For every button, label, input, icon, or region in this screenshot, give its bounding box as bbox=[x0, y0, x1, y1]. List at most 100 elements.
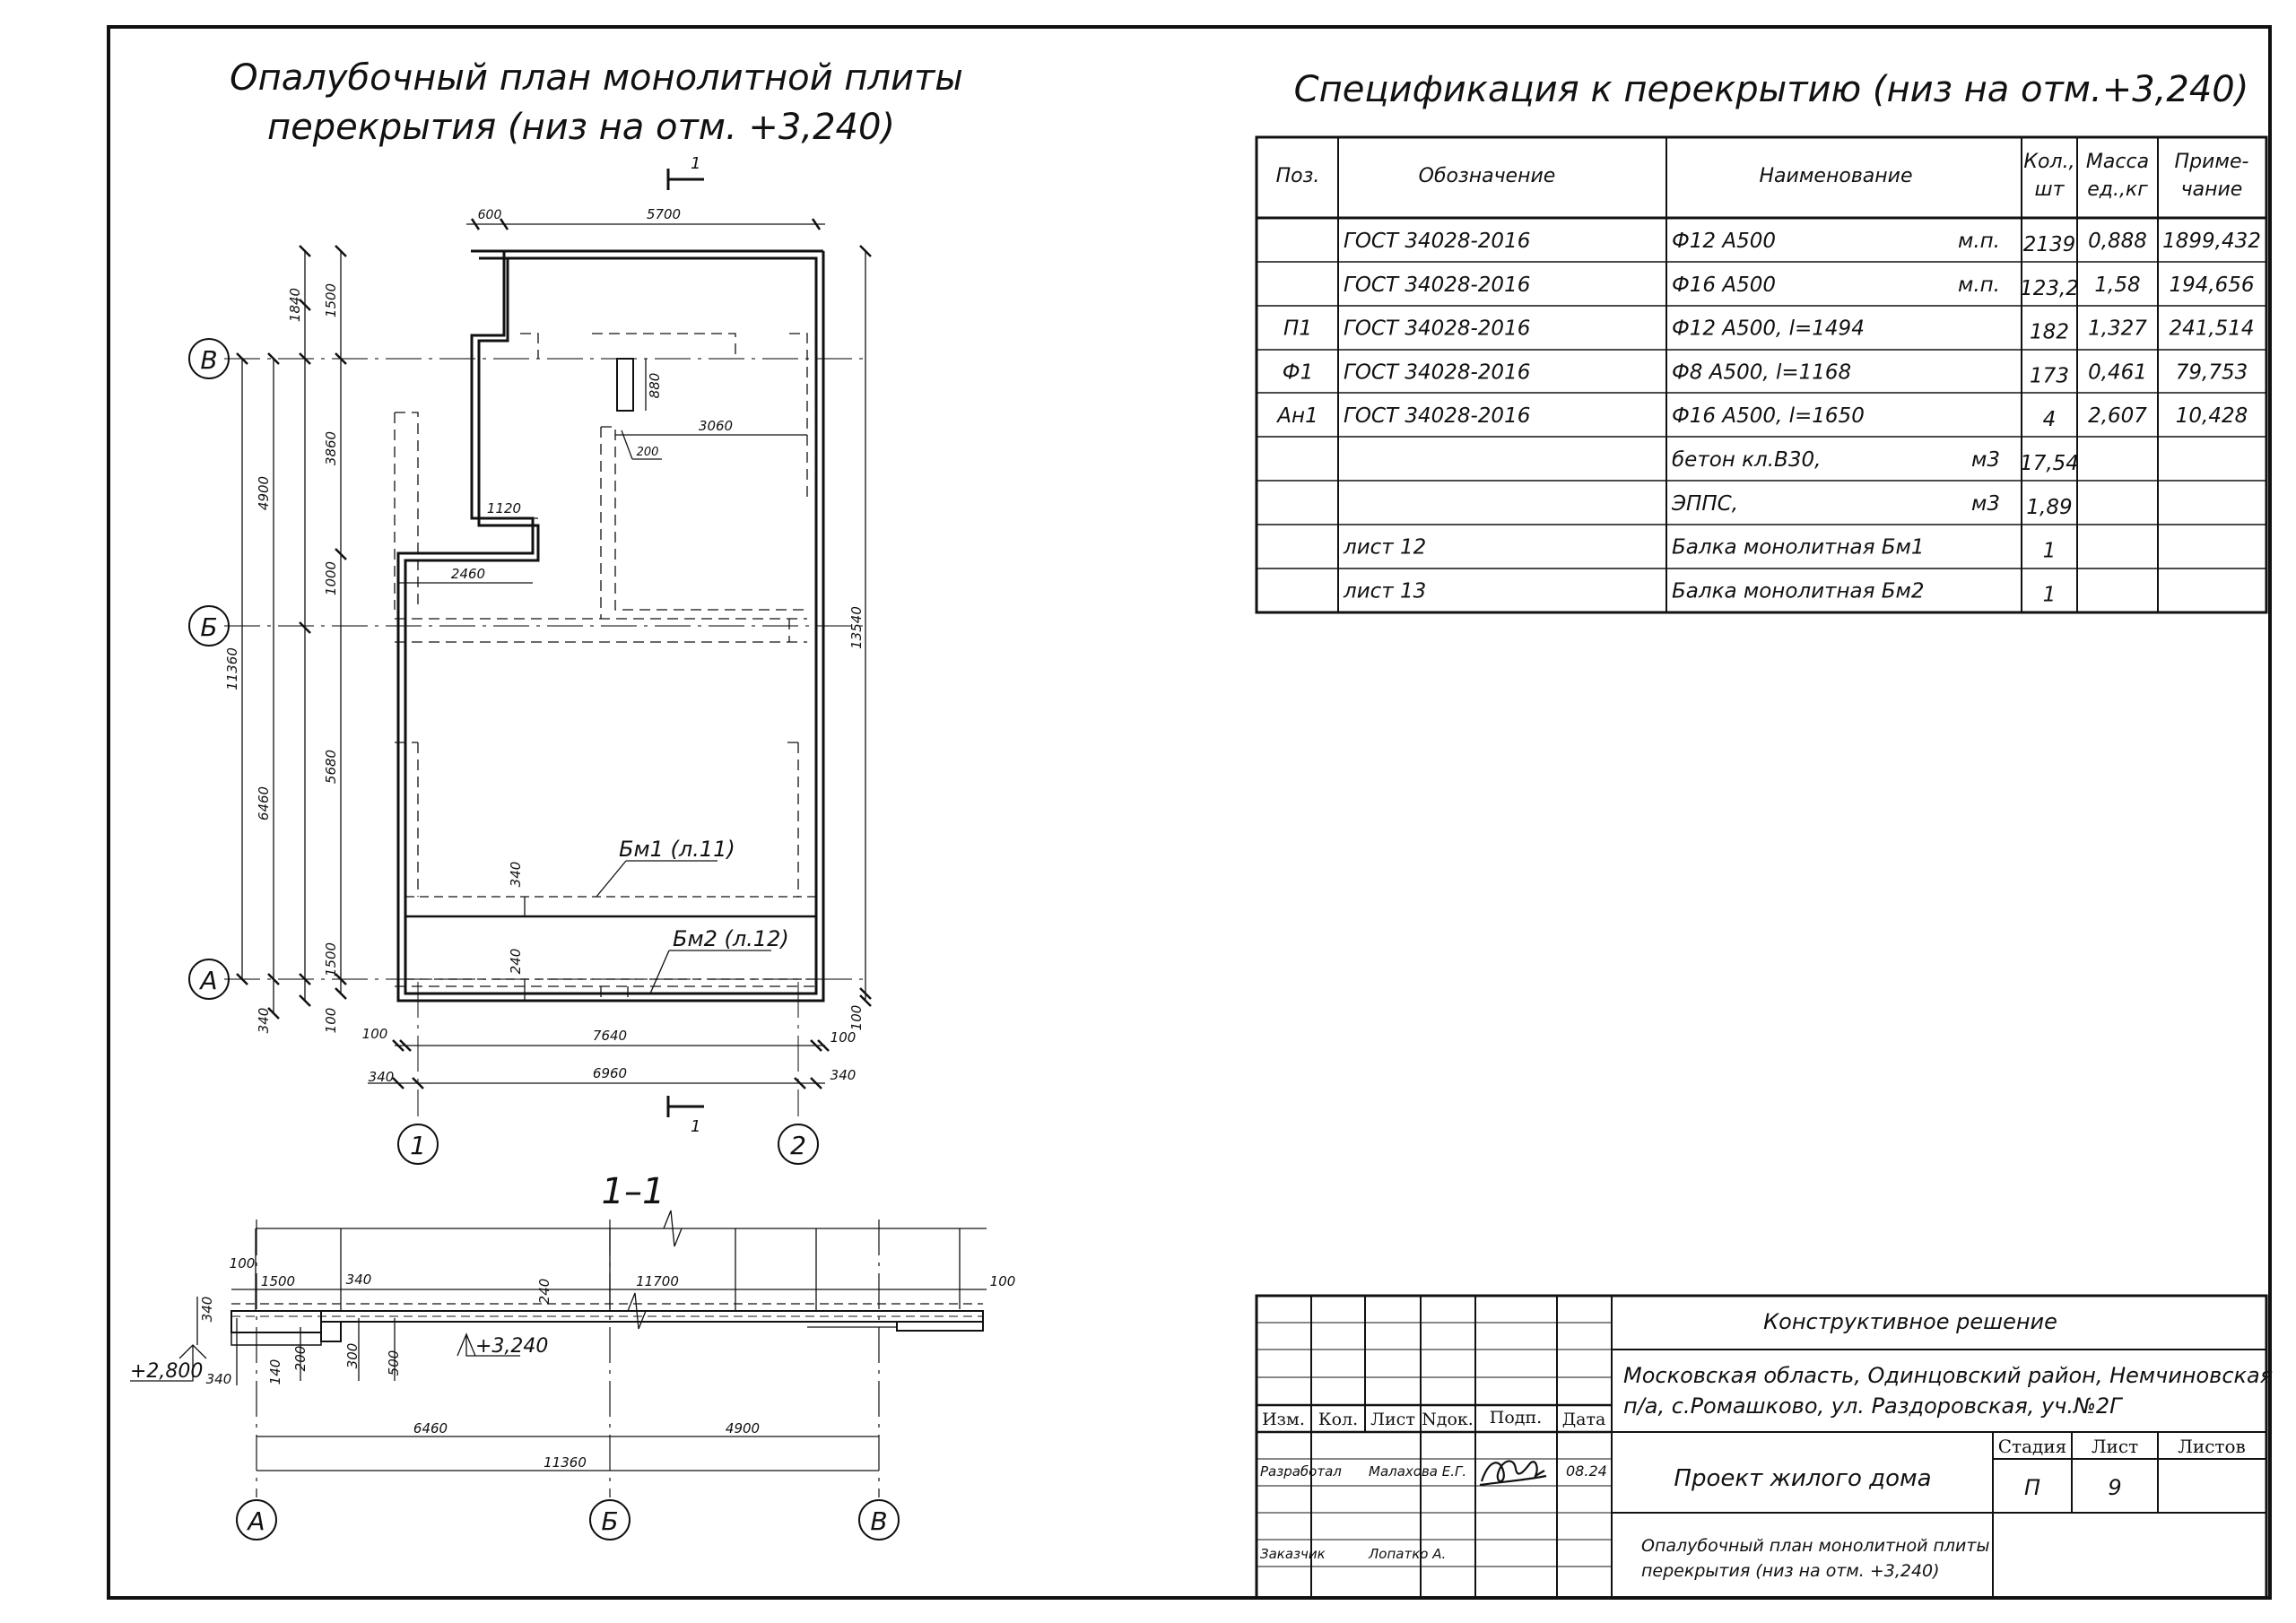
plan-title-line2: перекрытия (низ на отм. +3,240) bbox=[267, 107, 895, 148]
spec-cell-mass: 2,607 bbox=[2088, 404, 2147, 428]
hidden-walls bbox=[394, 333, 816, 1001]
stamp-col-list: Лист bbox=[1370, 1410, 1415, 1429]
dim-left-1000: 1000 bbox=[323, 561, 339, 595]
spec-header-name: Наименование bbox=[1760, 165, 1913, 187]
dim-left-11360: 11360 bbox=[224, 647, 240, 690]
formwork-plan: Опалубочный план монолитной плиты перекр… bbox=[188, 57, 963, 1165]
dim-bottom-340-left: 340 bbox=[369, 1069, 395, 1085]
spec-header-pos: Поз. bbox=[1276, 165, 1320, 187]
sec-dim-4900: 4900 bbox=[726, 1420, 760, 1436]
sec-dim-6460: 6460 bbox=[413, 1420, 448, 1436]
stamp-customer-label: Заказчик bbox=[1260, 1546, 1326, 1562]
dim-bottom-100-left: 100 bbox=[362, 1026, 388, 1042]
spec-cell-name: Ф8 А500, l=1168 bbox=[1672, 360, 1851, 384]
stamp-col-podp: Подп. bbox=[1490, 1408, 1542, 1428]
dim-left-1500-top: 1500 bbox=[323, 283, 339, 317]
dim-left-4900: 4900 bbox=[256, 476, 272, 510]
section-mark-label-top: 1 bbox=[691, 154, 700, 173]
sec-dim-100-left: 100 bbox=[230, 1255, 256, 1271]
dim-left-100: 100 bbox=[323, 1008, 339, 1034]
spec-cell-qty: 182 bbox=[2030, 321, 2069, 344]
sec-dim-200: 200 bbox=[292, 1346, 309, 1372]
spec-cell-qty: 4 bbox=[2043, 408, 2057, 431]
section-mark-top: 1 bbox=[666, 154, 704, 190]
spec-cell-note: 79,753 bbox=[2176, 360, 2248, 384]
dim-bottom-7640: 7640 bbox=[593, 1028, 627, 1044]
dim-left-340: 340 bbox=[256, 1008, 272, 1034]
spec-cell-name: ЭППС, bbox=[1671, 492, 1738, 516]
spec-cell-mass: 1,327 bbox=[2088, 317, 2147, 341]
spec-cell-name: бетон кл.В30, bbox=[1672, 448, 1821, 472]
spec-row: лист 12 Балка монолитная Бм1 1 bbox=[1343, 536, 2056, 563]
spec-cell-note: 10,428 bbox=[2176, 404, 2248, 428]
axis-label-1: 1 bbox=[410, 1131, 426, 1160]
spec-title: Спецификация к перекрытию (низ на отм.+3… bbox=[1294, 69, 2249, 110]
dim-right-13540: 13540 bbox=[848, 606, 865, 649]
section-axis-label-v: В bbox=[870, 1506, 887, 1536]
spec-cell-code: лист 12 bbox=[1343, 536, 1426, 560]
stamp-developed-date: 08.24 bbox=[1566, 1462, 1607, 1480]
specification: Спецификация к перекрытию (низ на отм.+3… bbox=[1255, 69, 2268, 614]
spec-cell-qty: 1 bbox=[2043, 540, 2057, 563]
sec-dim-1500: 1500 bbox=[261, 1273, 295, 1289]
stamp-sheet: 9 bbox=[2108, 1475, 2121, 1500]
spec-row: ЭППС, м3 1,89 bbox=[1671, 492, 2073, 519]
spec-cell-code: лист 13 bbox=[1343, 579, 1426, 603]
sec-dim-340-b: 340 bbox=[206, 1371, 232, 1387]
level-2800: +2,800 bbox=[130, 1360, 203, 1383]
spec-header-qty-1: Кол., bbox=[2023, 151, 2074, 173]
dim-left-5680: 5680 bbox=[323, 750, 339, 784]
spec-cell-name: Ф16 А500 bbox=[1672, 273, 1776, 297]
dim-240-beam: 240 bbox=[508, 949, 524, 975]
sec-dim-340-a: 340 bbox=[199, 1297, 215, 1323]
stamp-drawing-line2: перекрытия (низ на отм. +3,240) bbox=[1641, 1561, 1940, 1581]
axis-label-v: В bbox=[200, 345, 217, 375]
stamp-sheet-label: Лист bbox=[2092, 1436, 2138, 1457]
spec-cell-unit: м3 bbox=[1971, 448, 2000, 472]
spec-header-code: Обозначение bbox=[1419, 165, 1556, 187]
axis-label-2: 2 bbox=[790, 1131, 806, 1160]
dim-left-1840: 1840 bbox=[287, 288, 303, 322]
spec-cell-unit: м.п. bbox=[1958, 230, 2000, 253]
plan-dimension-ticks bbox=[236, 218, 872, 1089]
beam1-label: Бм1 (л.11) bbox=[619, 837, 735, 862]
spec-cell-name: Балка монолитная Бм1 bbox=[1672, 536, 1925, 560]
section-axis-bubble-b: Б bbox=[589, 1499, 631, 1541]
axis-bubble-1: 1 bbox=[397, 1124, 439, 1165]
spec-cell-note: 1899,432 bbox=[2162, 230, 2261, 253]
section-slab bbox=[230, 1303, 984, 1346]
opening bbox=[616, 358, 634, 412]
spec-cell-note: 241,514 bbox=[2169, 317, 2254, 341]
stamp-solution: Конструктивное решение bbox=[1763, 1309, 2057, 1334]
spec-cell-mass: 0,461 bbox=[2088, 360, 2147, 384]
spec-cell-code: ГОСТ 34028-2016 bbox=[1344, 360, 1530, 384]
dim-left-3860: 3860 bbox=[323, 431, 339, 465]
axis-label-a: А bbox=[198, 966, 217, 995]
section-axis-label-a: А bbox=[246, 1506, 265, 1536]
dim-1120: 1120 bbox=[487, 500, 521, 516]
section-dimension-text: 100 1500 340 240 11700 100 340 340 140 2… bbox=[130, 1255, 1015, 1471]
sec-dim-11360: 11360 bbox=[544, 1454, 587, 1471]
section-title: 1–1 bbox=[602, 1171, 665, 1212]
beam2-label: Бм2 (л.12) bbox=[673, 926, 789, 951]
stamp-project: Проект жилого дома bbox=[1674, 1465, 1931, 1492]
spec-cell-qty: 1,89 bbox=[2026, 496, 2072, 519]
plan-dimension-lines bbox=[241, 223, 866, 1084]
spec-cell-pos: П1 bbox=[1283, 317, 1312, 341]
dim-top-5700: 5700 bbox=[647, 206, 681, 222]
spec-cell-name: Ф12 А500, l=1494 bbox=[1672, 317, 1865, 341]
sec-dim-140: 140 bbox=[267, 1359, 283, 1385]
beam-lines bbox=[405, 896, 816, 980]
spec-cell-qty: 1 bbox=[2043, 583, 2057, 606]
stamp-address-line2: п/а, с.Ромашково, ул. Раздоровская, уч.№… bbox=[1623, 1393, 2123, 1419]
spec-cell-pos: Ан1 bbox=[1275, 404, 1318, 428]
dim-bottom-6960: 6960 bbox=[593, 1065, 627, 1081]
plan-axis-lines bbox=[224, 358, 870, 1116]
sec-dim-500: 500 bbox=[386, 1350, 402, 1376]
spec-cell-unit: м.п. bbox=[1958, 273, 2000, 297]
spec-cell-unit: м3 bbox=[1971, 492, 2000, 516]
spec-cell-code: ГОСТ 34028-2016 bbox=[1344, 230, 1530, 253]
section-axis-label-b: Б bbox=[601, 1506, 618, 1536]
